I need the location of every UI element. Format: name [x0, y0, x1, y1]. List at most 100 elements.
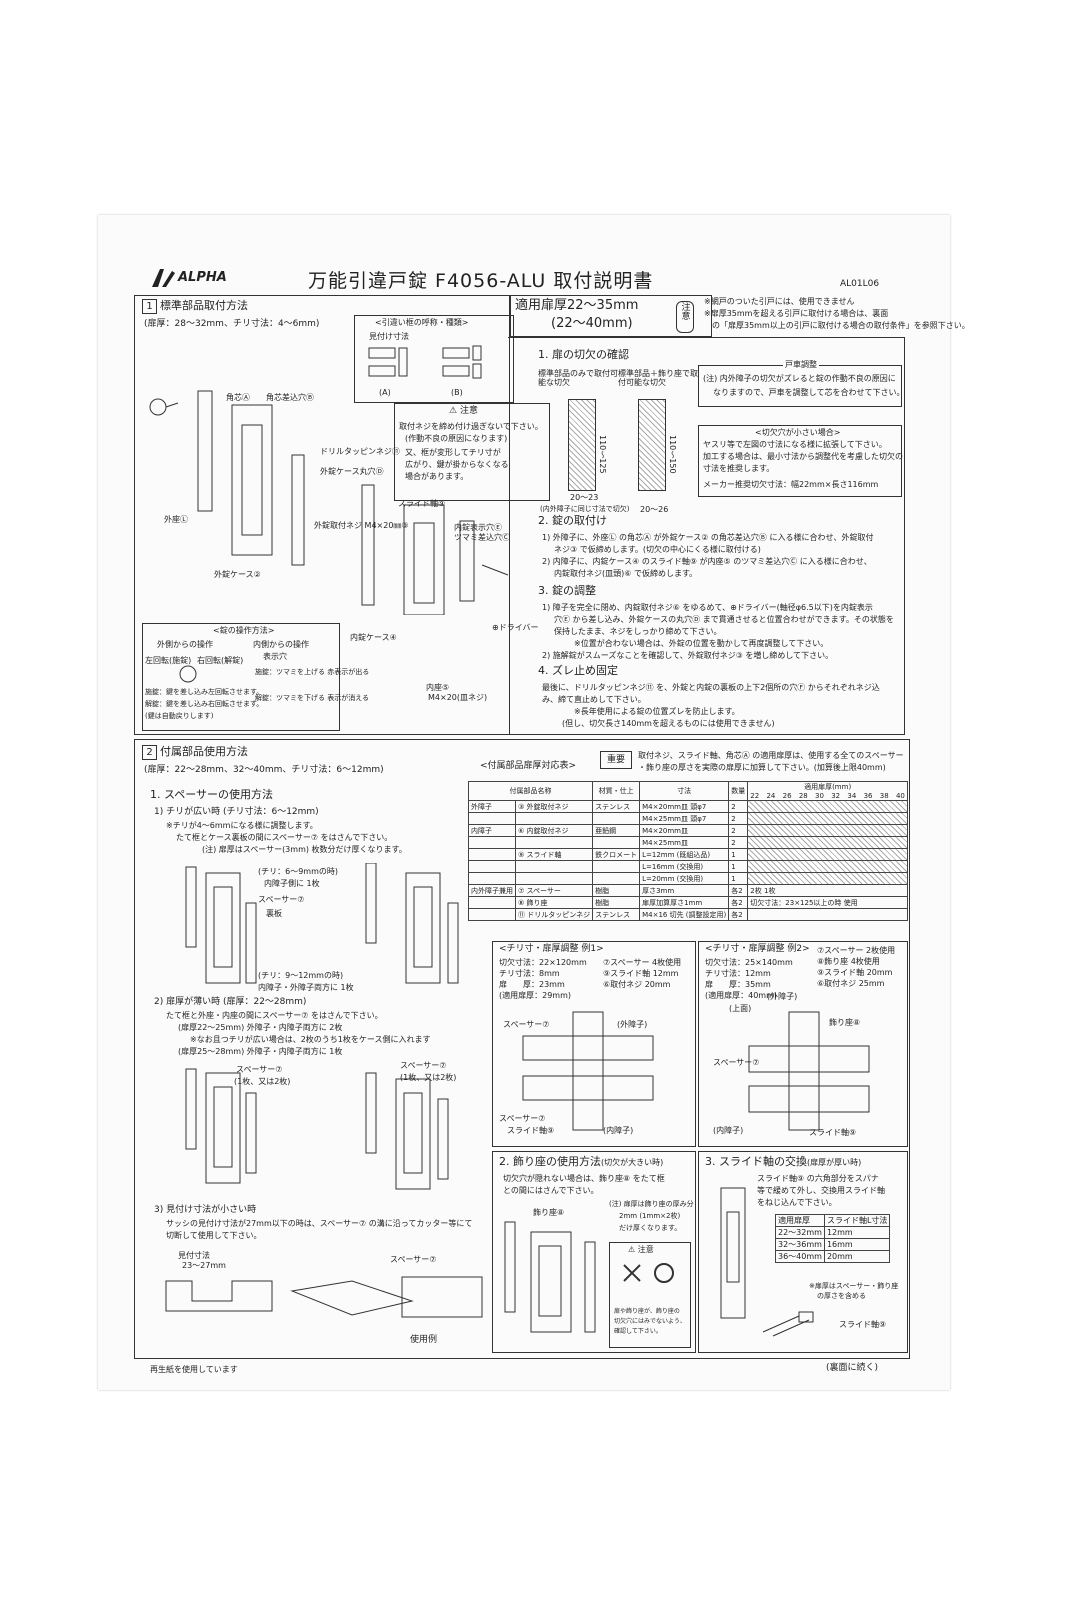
example-2-right-3: ⑨スライド軸 20mm [817, 968, 893, 977]
instruction-sheet: ALPHA 万能引違戸錠 F4056-ALU 取付説明書 AL01L06 適用扉… [98, 215, 970, 1390]
step-4-title: 4. ズレ止め固定 [538, 664, 618, 677]
deco-note-1: (注) 扉厚は飾り座の厚み分 [609, 1200, 694, 1208]
deco-note-3: だけ厚くなります。 [619, 1224, 682, 1232]
operation-box: <錠の操作方法> 外側からの操作 内側からの操作 左回転(施錠) 右回転(解錠)… [142, 623, 369, 731]
thin-label-1: スペーサー⑦ [236, 1065, 283, 1074]
step-2-line-4: 内錠取付ネジ(皿頭)⑥ で仮締めします。 [554, 569, 698, 578]
table-cell: L=12mm (既組込品) [639, 848, 730, 861]
table-cell: 各2 [728, 908, 749, 921]
step-3-title: 3. 錠の調整 [538, 584, 596, 597]
table-cell: 樹脂 [592, 896, 641, 909]
deco-seat-label: 飾り座⑧ [533, 1208, 565, 1217]
deco-seat-line-2: との間にはさんで下さい。 [503, 1186, 599, 1195]
step-3-line-5: 2) 施解錠がスムーズなことを確認して、外錠取付ネジ③ を増し締めして下さい。 [542, 651, 834, 660]
step-3-line-2: 穴Ⓔ から差し込み、外錠ケースの丸穴Ⓓ まで貫通させると位置合わせができます。そ… [554, 615, 894, 624]
slide-shaft-title-text: 3. スライド軸の交換 [705, 1155, 807, 1168]
range-bar [747, 812, 908, 825]
step-1-col1: 標準部品のみで取付可能な切欠 [538, 369, 618, 388]
range-bar [747, 800, 908, 813]
spacer-label-3: スペーサー⑦ [258, 895, 305, 904]
table-cell: 20mm [823, 1250, 891, 1263]
example-1: <チリ寸・扉厚調整 例1> 切欠寸法：22×120mm チリ寸法：8mm 扉 厚… [492, 941, 696, 1147]
col-size: 寸法 [639, 781, 730, 801]
step-3-line-3: 保持したまま、ネジをしっかり締めて下さい。 [554, 627, 722, 636]
slide-shaft-label: スライド軸⑨ [839, 1320, 887, 1329]
cutout-standard [568, 399, 596, 491]
table-cell: 36～40mm [775, 1250, 825, 1263]
step-4-line-1: 最後に、ドリルタッピンネジ⑪ を、外錠と内錠の裏板の上下2個所の穴Ⓕ からそれぞ… [542, 683, 880, 692]
thin-door-line-3: (扉厚22～25mm) 外障子・内障子両方に 2枚 [178, 1023, 343, 1032]
recycled-note: 再生紙を使用しています [150, 1365, 238, 1374]
label-outer-screw: 外錠取付ネジ M4×20㎜③ [314, 521, 409, 530]
spacer-label-1: (チリ：6～9mmの時) [258, 867, 339, 876]
table-cell: L=20mm (交換用) [639, 872, 730, 885]
range-bar [747, 872, 908, 885]
ops-knob-up: 施錠：ツマミを上げる 赤表示が出る [255, 668, 370, 676]
example-1-label-2: (外障子) [617, 1020, 648, 1029]
alpha-logo-mark-icon [152, 269, 175, 287]
example-2-right-1: ⑦スペーサー 2枚使用 [817, 946, 896, 955]
section-1-left-frame [134, 295, 510, 735]
table-cell: ⑪ ドリルタッピンネジ [514, 908, 594, 921]
example-1-title: <チリ寸・扉厚調整 例1> [499, 944, 604, 954]
table-cell: 厚さ3mm [639, 884, 730, 897]
ops-indicator: 表示穴 [263, 652, 287, 661]
key-rotation-icon [179, 665, 197, 683]
table-cell: M4×20mm皿 頭φ7 [639, 800, 730, 813]
caution-title-1: ⚠ 注意 [449, 406, 478, 416]
ops-outside: 外側からの操作 [157, 640, 213, 649]
table-cell: 外障子 [468, 800, 516, 813]
thickness-label: 適用扉厚22～35mm [515, 298, 639, 313]
step-3-line-4: ※位置が合わない場合は、外錠の位置を動かして再度調整して下さい。 [574, 639, 829, 648]
example-2-label-3: 飾り座⑧ [829, 1018, 861, 1027]
slide-shaft-title: 3. スライド軸の交換(扉厚が厚い時) [705, 1155, 861, 1169]
range-bar [747, 824, 908, 837]
table-cell [514, 836, 594, 849]
section-2 [134, 739, 910, 1359]
step-2-line-3: 2) 内障子に、内錠ケース④ のスライド軸⑨ が内座⑤ のツマミ差込穴Ⓒ に入る… [542, 557, 872, 566]
important-tag: 重要 [600, 751, 632, 769]
bar-note: 1枚 [763, 886, 776, 895]
range-bar [747, 908, 908, 921]
section-2-spec: (扉厚：22～28mm、32～40mm、チリ寸法：6～12mm) [144, 765, 384, 775]
spacer-label-5: (チリ：9～12mmの時) [258, 971, 344, 980]
table-cell: ⑨ スライド軸 [514, 848, 594, 861]
spacer-label-6: 内障子・外障子両方に 1枚 [258, 983, 354, 992]
range-bar: 2枚 1枚 [747, 884, 908, 897]
table-cell: M4×25mm皿 頭φ7 [639, 812, 730, 825]
example-1-right-3: ⑥取付ネジ 20mm [603, 980, 671, 989]
deco-caution-line-1: 扉や飾り座が、飾り座の [614, 1308, 680, 1315]
label-driver: ⊕ドライバー [492, 623, 539, 632]
caution-title-1-text: 注意 [459, 406, 478, 416]
label-inner-screw: M4×20(皿ネジ) [428, 693, 488, 702]
slide-line-1: スライド軸⑨ の六角部分をスパナ [757, 1174, 879, 1183]
spacer-line-4: (注) 扉厚はスペーサー(3mm) 枚数分だけ厚くなります。 [202, 845, 407, 854]
deco-seat-box: 2. 飾り座の使用方法(切欠が大きい時) 切欠穴が隠れない場合は、飾り座⑧ をた… [492, 1151, 696, 1353]
table-cell: 12mm [823, 1226, 891, 1239]
range-bar [747, 836, 908, 849]
roller-adjust-box: 戸車調整 (注) 内外障子の切欠がズレると錠の作動不良の原因に なりますので、戸… [698, 360, 904, 407]
table-cell [468, 848, 516, 861]
label-outer-case: 外錠ケース② [214, 570, 261, 579]
scale-tick: 24 [766, 792, 776, 800]
table-cell: 樹脂 [592, 884, 641, 897]
range-bar: 切欠寸法：23×125以上の時 使用 [747, 896, 908, 909]
caution-line-3: 又、框が変形してチリ寸が [405, 448, 501, 457]
naming-label-a: (A) [379, 388, 391, 397]
label-case-hole: 外錠ケース丸穴Ⓓ [320, 467, 384, 476]
cutout-dim-height-1: 110～125 [598, 435, 608, 474]
table-cell: 内外障子兼用 [468, 884, 516, 897]
ops-lock: 施錠：鍵を差し込み左回転させます。 [145, 688, 264, 696]
example-1-left-2: チリ寸法：8mm [499, 969, 560, 978]
col-name: 付属部品名称 [467, 781, 594, 801]
example-2-label-1: (外障子) [767, 992, 798, 1001]
small-cutout-line-2: 加工する場合は、最小寸法から調整代を考慮した切欠の [703, 452, 903, 461]
